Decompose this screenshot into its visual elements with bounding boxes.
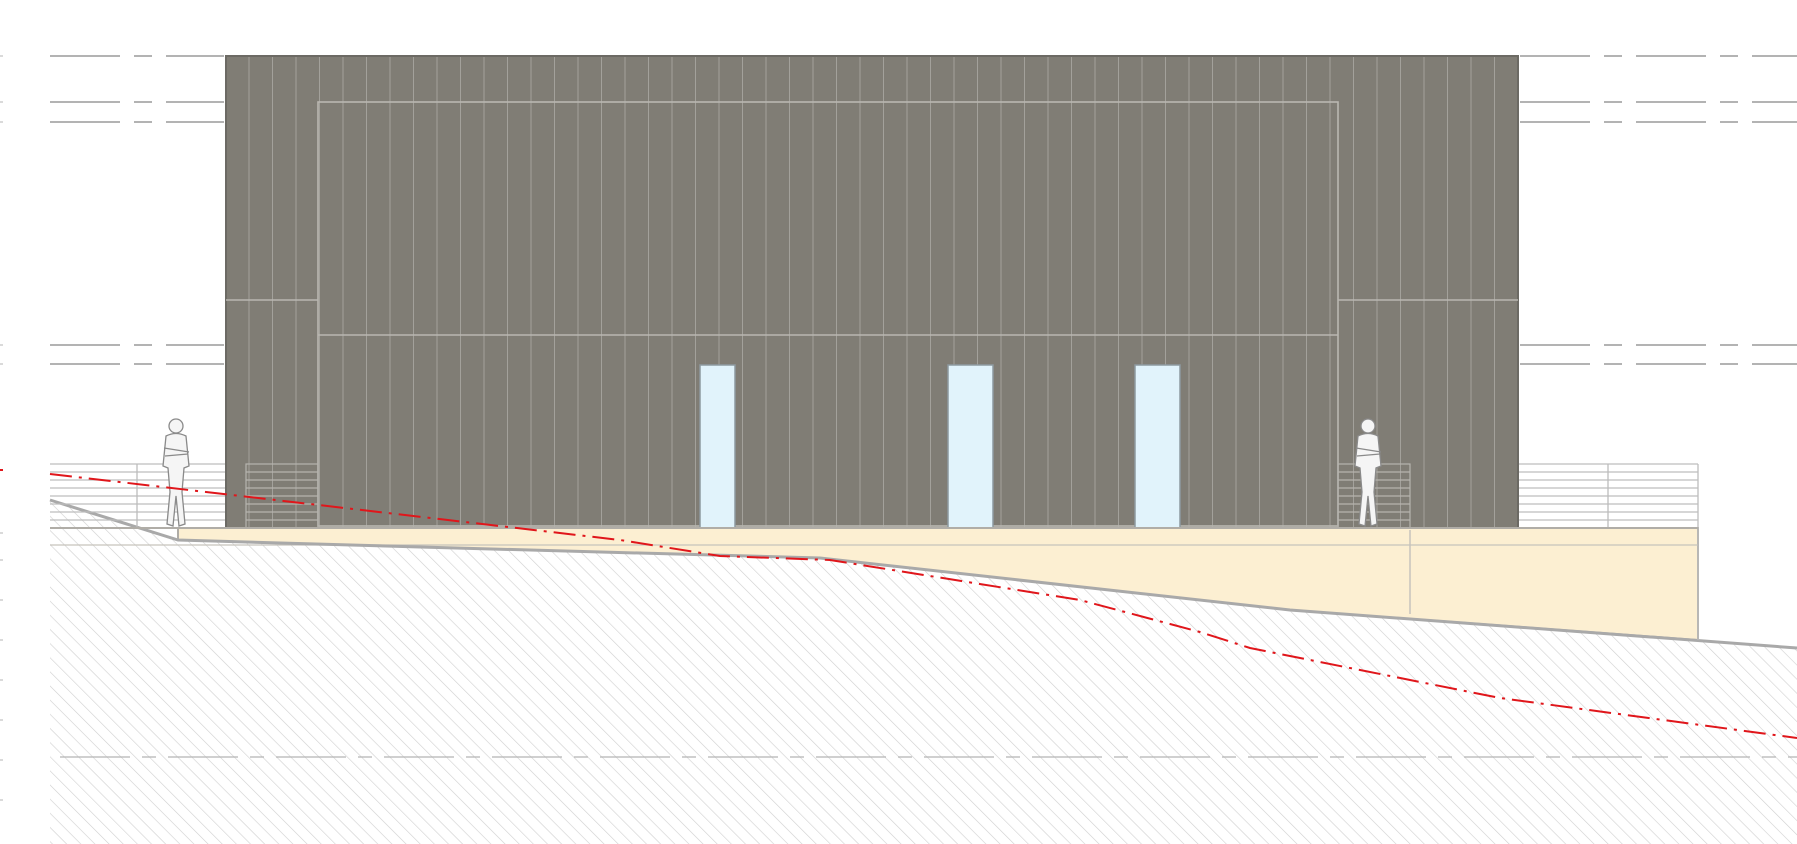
window-right: [1134, 364, 1181, 529]
facade-panel-frames: [226, 101, 1518, 527]
original-ground-line: [49, 473, 1797, 739]
railing-right: [1518, 463, 1699, 640]
building-facade: [225, 55, 1519, 529]
left-edge-ticks: [0, 55, 3, 801]
window-left: [699, 364, 736, 529]
scale-figure-left: [162, 418, 190, 527]
ground-section-hatch: [50, 500, 1797, 844]
facade-cladding-lines: [248, 57, 1495, 527]
window-center: [947, 364, 994, 529]
railing-left: [50, 463, 226, 528]
scale-figure-right: [1354, 418, 1382, 527]
finished-ground-line: [49, 498, 1797, 650]
level-reference-lines: [50, 55, 1797, 365]
